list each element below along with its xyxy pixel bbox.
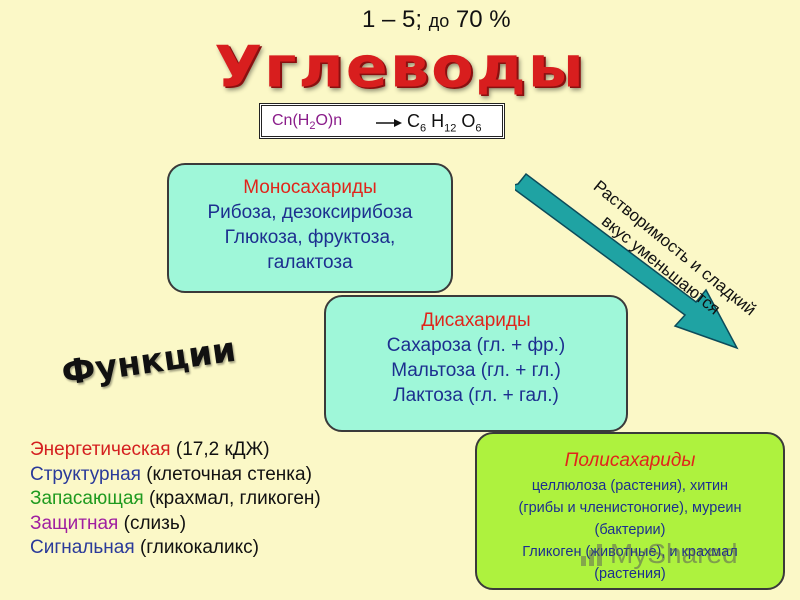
function-detail: (гликокаликс) xyxy=(134,537,259,558)
function-detail: (крахмал, гликоген) xyxy=(143,488,321,509)
formula-right-sub: 12 xyxy=(444,122,457,135)
function-name: Защитная xyxy=(30,512,119,534)
function-item: Структурная (клеточная стенка) xyxy=(30,463,321,488)
function-detail: (17,2 кДЖ) xyxy=(170,439,270,460)
function-name: Энергетическая xyxy=(30,439,171,460)
formula-right-part: C xyxy=(407,111,420,131)
functions-title: Функции xyxy=(59,329,239,394)
monosaccharides-title: Моносахариды xyxy=(243,177,377,198)
stat-tail: 70 % xyxy=(455,6,511,33)
function-detail: (слизь) xyxy=(118,512,187,534)
functions-list: Энергетическая (17,2 кДЖ) Структурная (к… xyxy=(30,438,321,561)
polysaccharides-line: (бактерии) xyxy=(594,522,666,538)
formula-left-part: O)n xyxy=(315,112,343,129)
disaccharides-title: Дисахариды xyxy=(421,310,531,331)
polysaccharides-line: (грибы и членистоногие), муреин xyxy=(518,500,742,516)
decrease-arrow-icon xyxy=(515,172,739,350)
formula-right-part: H xyxy=(426,111,445,131)
stat-small: до xyxy=(428,11,450,31)
formula-left-part: Cn(H xyxy=(272,112,310,129)
formula-left-sub: 2 xyxy=(309,120,316,133)
disaccharides-line: Мальтоза (гл. + гл.) xyxy=(391,360,561,381)
disaccharides-line: Сахароза (гл. + фр.) xyxy=(386,335,566,356)
formula-box: Cn(H2O)n C6 H12 O6 xyxy=(259,103,505,139)
function-name: Структурная xyxy=(30,463,141,485)
function-item: Энергетическая (17,2 кДЖ) xyxy=(30,438,321,463)
monosaccharides-line: Рибоза, дезоксирибоза xyxy=(207,202,413,223)
function-item: Запасающая (крахмал, гликоген) xyxy=(30,487,321,512)
polysaccharides-line: целлюлоза (растения), хитин xyxy=(531,478,729,494)
function-item: Защитная (слизь) xyxy=(30,512,321,537)
function-name: Запасающая xyxy=(30,488,144,509)
function-detail: (клеточная стенка) xyxy=(140,463,312,485)
formula-arrow-icon xyxy=(376,119,402,127)
disaccharides-box: Дисахариды Сахароза (гл. + фр.) Мальтоза… xyxy=(324,295,628,432)
function-name: Сигнальная xyxy=(30,537,135,558)
polysaccharides-box: Полисахариды целлюлоза (растения), хитин… xyxy=(475,432,785,590)
stat-main: 1 – 5; xyxy=(362,6,423,33)
formula-right-sub: 6 xyxy=(475,122,482,135)
glucose-formula: C6 H12 O6 xyxy=(407,111,482,135)
polysaccharides-line: Гликоген (животные), и крахмал xyxy=(522,544,738,560)
disaccharides-line: Лактоза (гл. + гал.) xyxy=(393,385,559,406)
polysaccharides-title: Полисахариды xyxy=(564,450,696,471)
polysaccharides-line: (растения) xyxy=(594,566,666,582)
formula-right-part: O xyxy=(456,111,476,131)
monosaccharides-box: Моносахариды Рибоза, дезоксирибоза Глюко… xyxy=(167,163,453,293)
top-stat: 1 – 5; до 70 % xyxy=(362,6,511,34)
general-formula: Cn(H2O)n xyxy=(272,112,342,132)
formula-right-sub: 6 xyxy=(420,122,427,135)
watermark: MyShared xyxy=(610,538,738,569)
function-item: Сигнальная (гликокаликс) xyxy=(30,536,321,561)
monosaccharides-line: галактоза xyxy=(267,252,353,273)
page-title: Углеводы xyxy=(214,32,586,101)
monosaccharides-line: Глюкоза, фруктоза, xyxy=(224,227,396,248)
chart-logo-icon xyxy=(581,544,602,566)
